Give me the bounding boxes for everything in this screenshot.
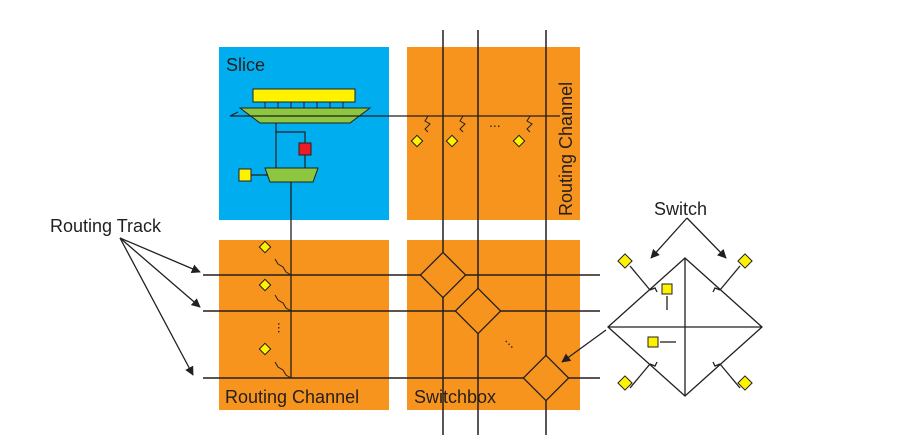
switch-diamond <box>419 251 467 299</box>
ellipsis-vertical: ... <box>275 322 291 334</box>
switchbox-label: Switchbox <box>414 387 496 407</box>
slice-label: Slice <box>226 55 265 75</box>
switchbox-switches <box>419 251 570 402</box>
switch-diamond <box>522 354 570 402</box>
slice-internal-wire <box>275 123 306 143</box>
ellipsis-horizontal: ... <box>489 114 501 130</box>
slice-block <box>219 47 389 220</box>
connection-points-horizontal <box>258 240 292 379</box>
routing-channel-vertical <box>407 47 580 220</box>
switch-arrow <box>650 217 688 259</box>
lut-block <box>252 88 356 103</box>
routing-track-arrow <box>119 237 194 376</box>
routing-channel-horizontal <box>219 240 389 410</box>
routing-track-arrow <box>119 237 201 308</box>
routing-channel-horizontal-label: Routing Channel <box>225 387 359 407</box>
switchbox-to-switch-arrow <box>561 329 607 363</box>
switch-label: Switch <box>654 199 707 219</box>
output-mux <box>264 167 319 183</box>
routing-track-label: Routing Track <box>50 216 162 236</box>
connection-points-vertical <box>410 115 533 148</box>
switch-arrow <box>686 217 727 259</box>
arrows <box>119 217 727 376</box>
config-pad <box>238 168 252 182</box>
routing-channel-vertical-label: Routing Channel <box>556 82 576 216</box>
switch-detail-pads <box>617 253 753 391</box>
routing-track-arrow <box>119 237 201 273</box>
switch-diamond <box>454 287 502 335</box>
switch-detail <box>607 257 763 397</box>
slice-internals <box>229 88 560 378</box>
flipflop <box>298 142 312 156</box>
